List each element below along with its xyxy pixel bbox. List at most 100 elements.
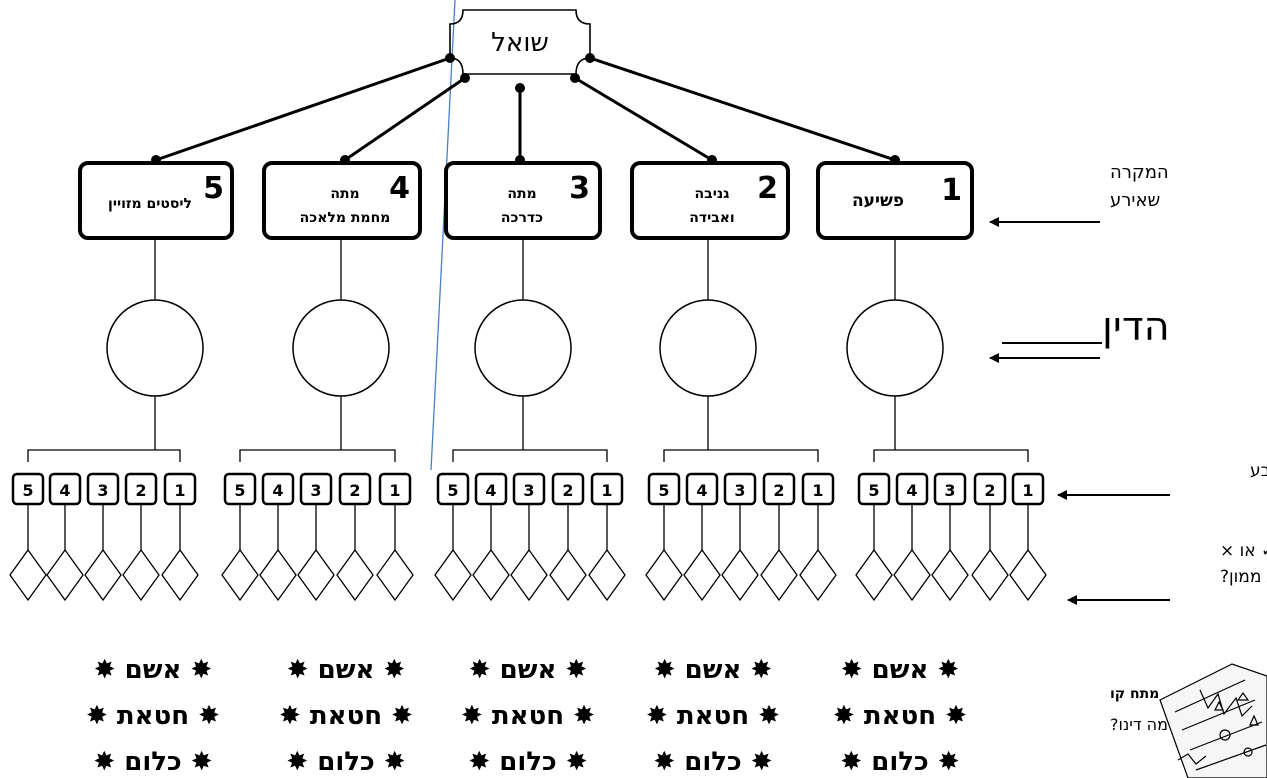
ruling-label: הדין — [1102, 304, 1170, 350]
oath-number-2-1: 1 — [812, 481, 823, 500]
oath-number-1-2: 2 — [984, 481, 995, 500]
ruling-circle-1[interactable] — [846, 299, 944, 397]
oath-number-2-5: 5 — [658, 481, 669, 500]
outcome-4-1[interactable]: ✸ אשם ✸ — [287, 655, 405, 685]
oath-box-5-3 — [86, 472, 120, 506]
oath-box-4-4 — [261, 472, 295, 506]
answer-diamond-5-5[interactable] — [9, 548, 47, 602]
oath-number-5-4: 4 — [59, 481, 70, 500]
oath-number-2-4: 4 — [696, 481, 707, 500]
oath-number-1-3: 3 — [944, 481, 955, 500]
ruling-circle-2[interactable] — [659, 299, 757, 397]
outcome-5-3[interactable]: ✸ כלום ✸ — [93, 747, 212, 777]
mark-label-line2: כפירת ממון? — [1220, 567, 1267, 587]
ruling-circle-3[interactable] — [474, 299, 572, 397]
answer-diamond-3-5[interactable] — [434, 548, 472, 602]
answer-diamond-2-3[interactable] — [721, 548, 759, 602]
connect-label-line2: מה דינו? — [1110, 715, 1168, 734]
case-subtitle-2: ואבידה — [689, 210, 735, 226]
answer-diamond-1-5[interactable] — [855, 548, 893, 602]
case-title-1: פשיעה — [852, 191, 904, 211]
oath-number-4-1: 1 — [389, 481, 400, 500]
answer-diamond-2-1[interactable] — [799, 548, 837, 602]
answer-diamond-3-1[interactable] — [588, 548, 626, 602]
case-title-5: ליסטים מזויין — [108, 196, 192, 212]
oath-box-3-4 — [474, 472, 508, 506]
answer-diamond-4-1[interactable] — [376, 548, 414, 602]
answer-diamond-2-5[interactable] — [645, 548, 683, 602]
answer-diamond-5-3[interactable] — [84, 548, 122, 602]
oath-number-3-5: 5 — [447, 481, 458, 500]
case-number-1: 1 — [941, 173, 962, 208]
oath-number-4-2: 2 — [349, 481, 360, 500]
case-box-1: 1 פשיעה — [816, 161, 974, 240]
outcome-2-3[interactable]: ✸ כלום ✸ — [653, 747, 772, 777]
answer-diamond-2-4[interactable] — [683, 548, 721, 602]
oath-box-2-4 — [685, 472, 719, 506]
answer-diamond-5-1[interactable] — [161, 548, 199, 602]
case-subtitle-3: כדרכה — [501, 210, 543, 226]
answer-diamond-4-5[interactable] — [221, 548, 259, 602]
outcome-4-2[interactable]: ✸ חטאת ✸ — [279, 701, 413, 731]
oath-box-5-1 — [163, 472, 197, 506]
answer-diamond-3-2[interactable] — [549, 548, 587, 602]
outcome-1-3[interactable]: ✸ כלום ✸ — [840, 747, 959, 777]
oath-box-4-2 — [338, 472, 372, 506]
answer-diamond-1-1[interactable] — [1009, 548, 1047, 602]
outcome-4-3[interactable]: ✸ כלום ✸ — [286, 747, 405, 777]
outcome-2-1[interactable]: ✸ אשם ✸ — [654, 655, 772, 685]
oath-box-1-3 — [933, 472, 967, 506]
outcome-1-1[interactable]: ✸ אשם ✸ — [841, 655, 959, 685]
oath-number-4-5: 5 — [234, 481, 245, 500]
outcome-5-2[interactable]: ✸ חטאת ✸ — [86, 701, 220, 731]
case-box-2: 2 גניבה ואבידה — [630, 161, 790, 240]
case-box-3: 3 מתה כדרכה — [444, 161, 602, 240]
ruling-circle-5[interactable] — [106, 299, 204, 397]
answer-diamond-2-2[interactable] — [760, 548, 798, 602]
side-labels: המקרה שאירע הדין השבועה שנשבע סמן ✓ או ×… — [989, 162, 1267, 734]
answer-diamond-4-2[interactable] — [336, 548, 374, 602]
answer-diamond-4-3[interactable] — [297, 548, 335, 602]
oath-number-3-4: 4 — [485, 481, 496, 500]
answer-diamond-4-4[interactable] — [259, 548, 297, 602]
case-number-4: 4 — [389, 171, 410, 206]
answer-diamond-5-4[interactable] — [46, 548, 84, 602]
ruling-circle-4[interactable] — [292, 299, 390, 397]
oath-number-1-4: 4 — [906, 481, 917, 500]
case-title-4: מתה — [330, 186, 359, 202]
answer-diamond-1-3[interactable] — [931, 548, 969, 602]
case-subtitle-4: מחמת מלאכה — [300, 210, 391, 226]
answer-diamond-1-2[interactable] — [971, 548, 1009, 602]
outcome-5-1[interactable]: ✸ אשם ✸ — [94, 655, 212, 685]
mark-label-line1: סמן ✓ או × — [1220, 541, 1267, 561]
root-node: שואל — [449, 9, 591, 75]
oath-box-4-1 — [378, 472, 412, 506]
outcome-2-2[interactable]: ✸ חטאת ✸ — [646, 701, 780, 731]
oath-box-1-2 — [973, 472, 1007, 506]
answer-diamond-3-4[interactable] — [472, 548, 510, 602]
answer-diamond-3-3[interactable] — [510, 548, 548, 602]
oath-box-3-1 — [590, 472, 624, 506]
guide-line — [430, 0, 456, 471]
case-title-2: גניבה — [695, 186, 730, 202]
outcome-3-2[interactable]: ✸ חטאת ✸ — [461, 701, 595, 731]
oath-number-5-5: 5 — [22, 481, 33, 500]
outcome-1-2[interactable]: ✸ חטאת ✸ — [833, 701, 967, 731]
event-label-line1: המקרה — [1110, 162, 1169, 183]
answer-diamond-5-2[interactable] — [122, 548, 160, 602]
answer-diamond-1-4[interactable] — [893, 548, 931, 602]
oath-box-3-3 — [512, 472, 546, 506]
oath-box-2-5 — [647, 472, 681, 506]
oath-box-1-5 — [857, 472, 891, 506]
outcome-3-1[interactable]: ✸ אשם ✸ — [469, 655, 587, 685]
sketch-illustration — [1159, 663, 1267, 778]
oath-box-5-5 — [11, 472, 45, 506]
outcome-3-3[interactable]: ✸ כלום ✸ — [468, 747, 587, 777]
oath-box-2-3 — [723, 472, 757, 506]
